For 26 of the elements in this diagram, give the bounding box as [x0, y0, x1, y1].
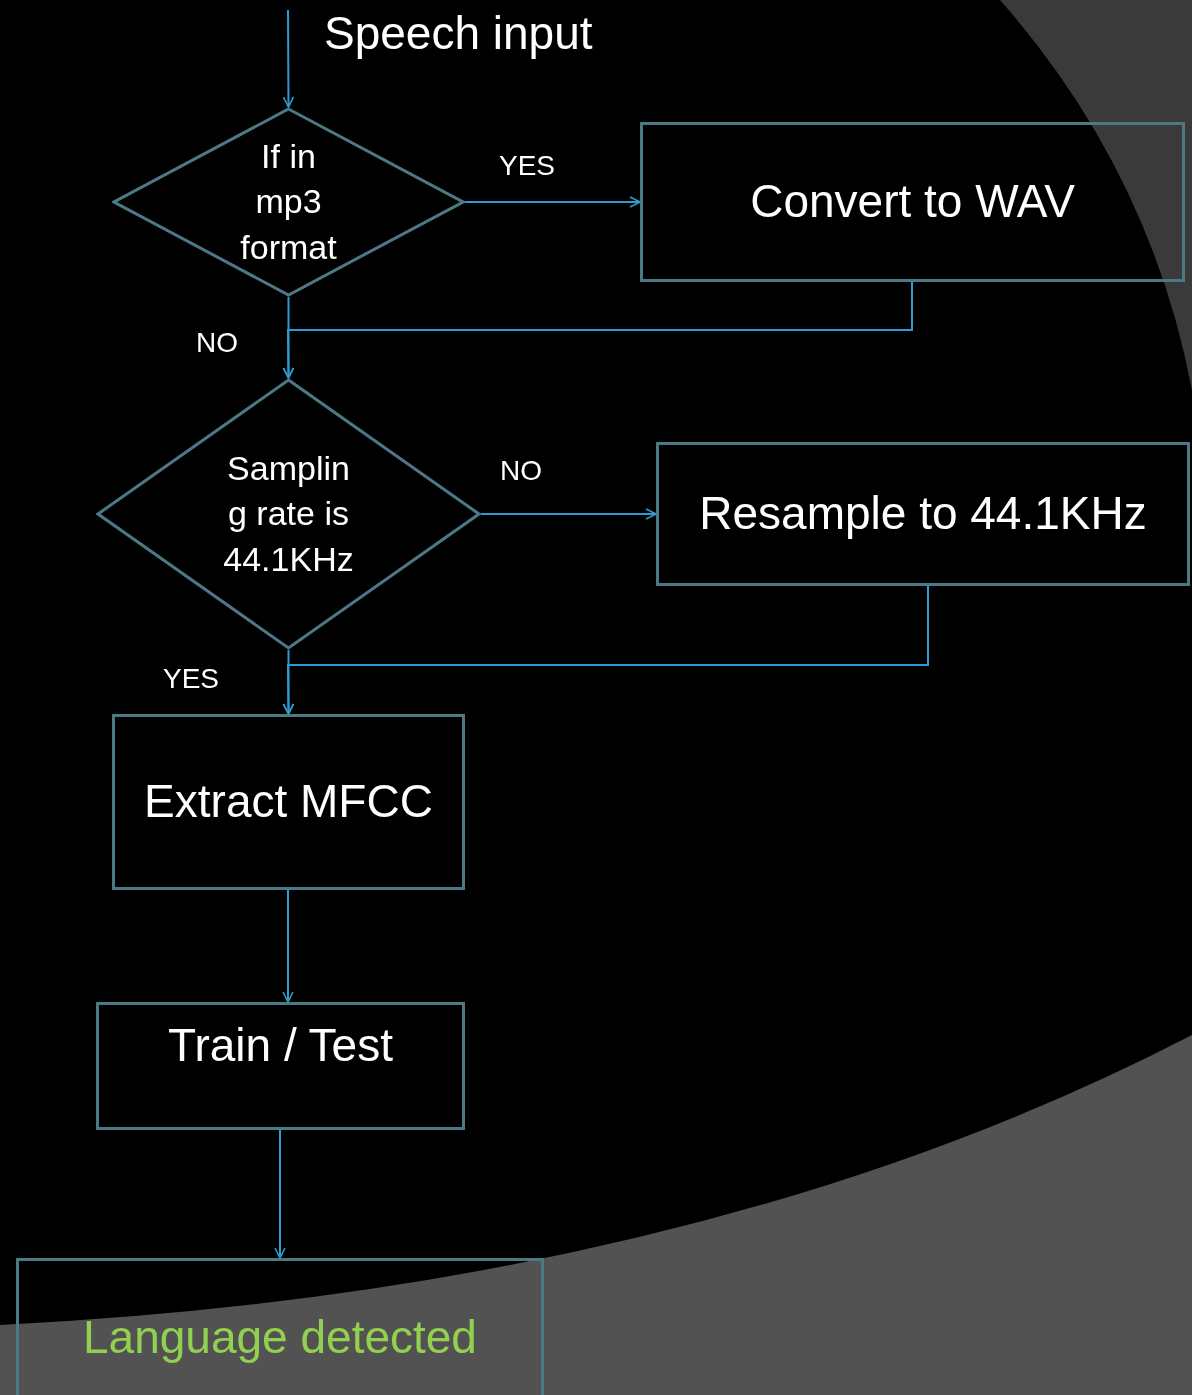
node-text: If in mp3 format [239, 136, 338, 268]
decision-diamond [112, 107, 465, 297]
edge-label: YES [163, 663, 220, 695]
arrow [282, 9, 295, 108]
node-text: Extract MFCC [144, 774, 433, 830]
process-box [640, 122, 1185, 282]
edge-label: NO [196, 327, 238, 359]
edge-label: YES [499, 150, 556, 182]
decision-diamond [96, 378, 481, 650]
arrow [274, 1129, 286, 1259]
node-text: Resample to 44.1KHz [699, 486, 1147, 542]
process-box [656, 442, 1190, 586]
node-text: Convert to WAV [750, 174, 1075, 230]
arrow [480, 508, 657, 520]
arrow [282, 281, 913, 379]
arrow [282, 585, 929, 715]
node-text: Train / Test [168, 1018, 393, 1073]
arrow [464, 196, 641, 208]
arrow [282, 889, 294, 1003]
process-box [96, 1002, 465, 1130]
node-text: Language detected [83, 1310, 477, 1365]
process-box [16, 1258, 544, 1395]
node-text: Samplin g rate is 44.1KHz [222, 448, 355, 580]
process-box [112, 714, 465, 890]
input-label: Speech input [324, 6, 593, 60]
edge-label: NO [500, 455, 542, 487]
